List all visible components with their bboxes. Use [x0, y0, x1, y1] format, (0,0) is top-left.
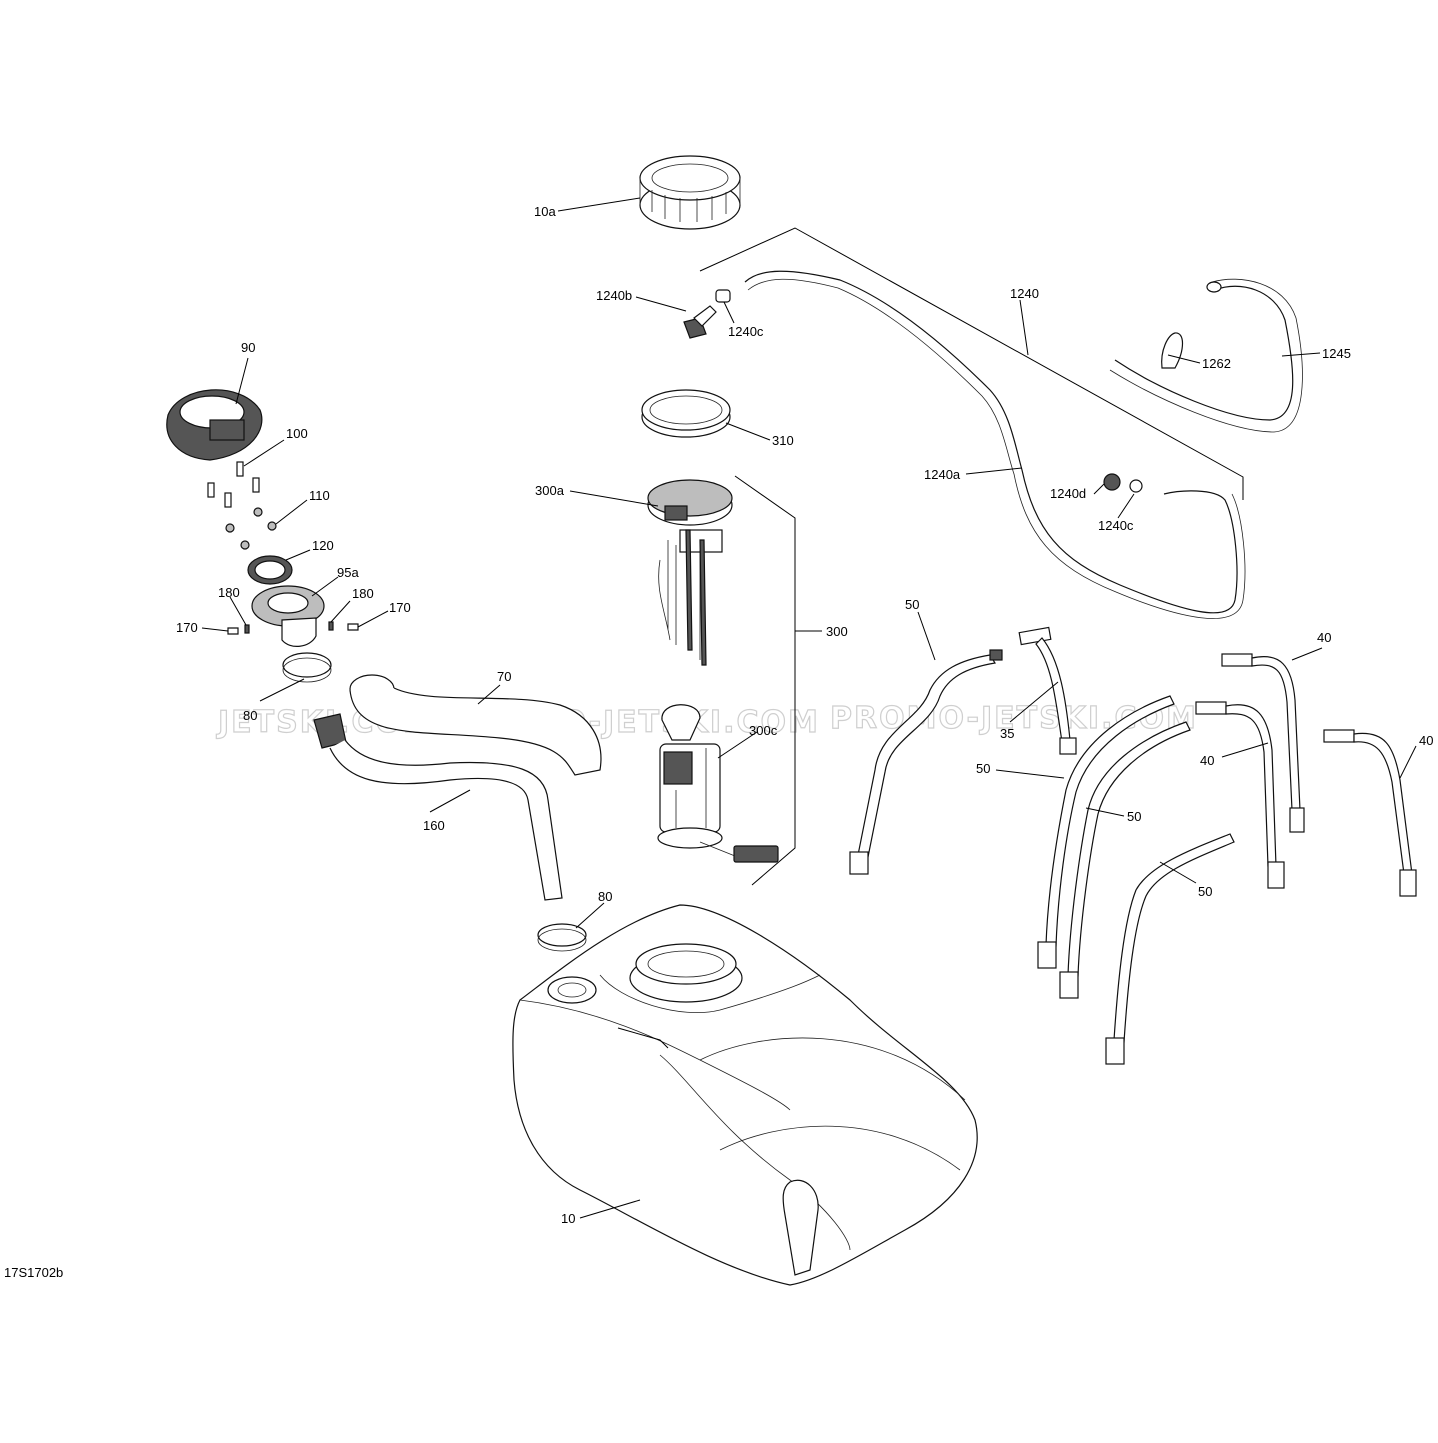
- tank-strap-40-b[interactable]: [1195, 701, 1285, 889]
- callout-300: 300: [826, 624, 848, 639]
- callout-1240: 1240: [1010, 286, 1039, 301]
- callout-50-top: 50: [905, 597, 919, 612]
- connector-1240c-mid[interactable]: [1129, 479, 1143, 493]
- callout-300a: 300a: [535, 483, 565, 498]
- callout-1240c-mid: 1240c: [1098, 518, 1134, 533]
- callout-1262: 1262: [1202, 356, 1231, 371]
- hose-clamp-80-bottom[interactable]: [537, 923, 587, 952]
- assembly-bracket-300: [734, 475, 796, 886]
- callout-40-b: 40: [1200, 753, 1214, 768]
- tank-strap-50-top[interactable]: [849, 649, 1003, 875]
- callout-80-bottom: 80: [598, 889, 612, 904]
- small-bolts-170-180[interactable]: [227, 621, 359, 635]
- callout-180-left: 180: [218, 585, 240, 600]
- callout-120: 120: [312, 538, 334, 553]
- connector-1240c-top[interactable]: [715, 289, 731, 303]
- tank-strap-40-a[interactable]: [1221, 653, 1305, 833]
- callout-labels: 10a 1240b 1240c 1240 1245 1262 310 300a …: [4, 204, 1433, 1280]
- leader-lines: [201, 197, 1417, 1219]
- vent-hose-160[interactable]: [313, 713, 563, 901]
- locking-ring-part[interactable]: [639, 155, 741, 230]
- pump-gasket-310[interactable]: [641, 389, 731, 438]
- callout-1240d: 1240d: [1050, 486, 1086, 501]
- tank-strap-50-c[interactable]: [1059, 721, 1191, 999]
- diagram-id: 17S1702b: [4, 1265, 63, 1280]
- callout-10: 10: [561, 1211, 575, 1226]
- tank-strap-50-b[interactable]: [1037, 695, 1175, 969]
- callout-180-right: 180: [352, 586, 374, 601]
- washers-110[interactable]: [225, 507, 277, 550]
- callout-40-c: 40: [1419, 733, 1433, 748]
- tank-strap-35[interactable]: [1018, 626, 1077, 755]
- callout-10a: 10a: [534, 204, 556, 219]
- callout-1245: 1245: [1322, 346, 1351, 361]
- connector-1240d[interactable]: [1103, 473, 1121, 491]
- callout-50-c: 50: [1127, 809, 1141, 824]
- callout-1240a: 1240a: [924, 467, 961, 482]
- callout-310: 310: [772, 433, 794, 448]
- callout-40-a: 40: [1317, 630, 1331, 645]
- callout-110: 110: [309, 488, 330, 503]
- tank-strap-50-d[interactable]: [1105, 833, 1235, 1065]
- hose-clamp-80-top[interactable]: [282, 652, 332, 683]
- callout-100: 100: [286, 426, 308, 441]
- fuel-cap-90[interactable]: [166, 389, 263, 461]
- fuel-pump-300c[interactable]: [657, 704, 779, 863]
- callout-80-top: 80: [243, 708, 257, 723]
- filler-neck-95a[interactable]: [251, 585, 325, 647]
- callout-35: 35: [1000, 726, 1014, 741]
- callout-170-left: 170: [176, 620, 198, 635]
- fuel-tank-10[interactable]: [512, 904, 978, 1286]
- vent-hose-1245[interactable]: [1109, 278, 1303, 433]
- callout-170-right: 170: [389, 600, 411, 615]
- callout-95a: 95a: [337, 565, 359, 580]
- callout-90: 90: [241, 340, 255, 355]
- callout-1240c-top: 1240c: [728, 324, 764, 339]
- callout-50-b: 50: [976, 761, 990, 776]
- callout-1240b: 1240b: [596, 288, 632, 303]
- fuel-pump-module-300a[interactable]: [647, 479, 733, 666]
- vent-hose-1240[interactable]: [744, 270, 1246, 619]
- callout-70: 70: [497, 669, 511, 684]
- elbow-fitting-1240b[interactable]: [683, 305, 717, 339]
- tank-strap-40-c[interactable]: [1323, 729, 1417, 897]
- callout-300c: 300c: [749, 723, 778, 738]
- callout-160: 160: [423, 818, 445, 833]
- callout-50-d: 50: [1198, 884, 1212, 899]
- o-ring-120[interactable]: [247, 555, 293, 585]
- screws-100[interactable]: [207, 461, 260, 508]
- filler-hose-70[interactable]: [349, 674, 602, 776]
